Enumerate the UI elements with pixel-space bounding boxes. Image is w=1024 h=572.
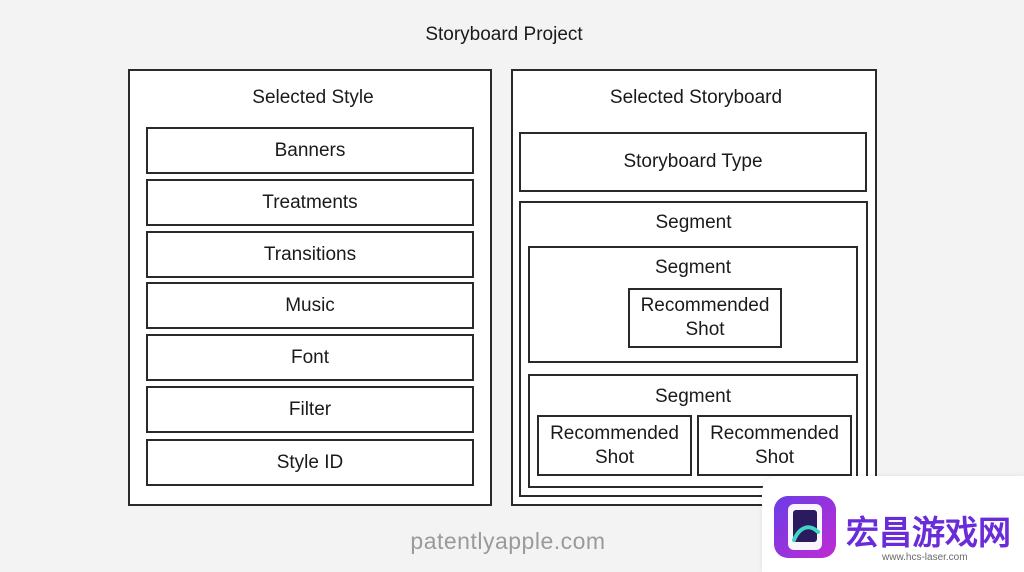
source-credit: patentlyapple.com (410, 528, 606, 554)
shot-label-line1: Recommended (710, 422, 839, 444)
watermark-url: www.hcs-laser.com (882, 552, 968, 563)
style-item-banners: Banners (146, 127, 474, 174)
segment-outer-label: Segment (655, 212, 732, 233)
style-item-label: Filter (288, 398, 332, 420)
style-item-music: Music (146, 282, 474, 329)
shot-label-line2: Shot (754, 446, 795, 468)
shot-label-line2: Shot (685, 319, 725, 340)
selected-storyboard-title: Selected Storyboard (609, 87, 783, 108)
style-item-label: Font (290, 346, 330, 368)
watermark-card: 宏昌游戏网 www.hcs-laser.com (762, 476, 1024, 572)
storyboard-type-box: Storyboard Type (519, 132, 867, 192)
diagram-title: Storyboard Project (425, 24, 583, 45)
style-item-treatments: Treatments (146, 179, 474, 226)
style-item-label: Music (285, 294, 335, 316)
style-item-filter: Filter (146, 386, 474, 433)
selected-style-title: Selected Style (252, 87, 374, 108)
style-item-label: Banners (274, 139, 346, 161)
shot-label-line1: Recommended (550, 422, 679, 444)
watermark-logo-icon (774, 496, 836, 558)
style-item-style-id: Style ID (146, 439, 474, 486)
storyboard-type-label: Storyboard Type (623, 151, 763, 172)
shot-label-line1: Recommended (640, 295, 770, 316)
segment-1-label: Segment (654, 257, 732, 278)
segment-2-label: Segment (654, 386, 732, 407)
style-item-label: Style ID (276, 451, 344, 473)
style-item-label: Transitions (263, 243, 357, 265)
watermark-brand-text: 宏昌游戏网 (846, 513, 1011, 552)
style-item-font: Font (146, 334, 474, 381)
style-item-label: Treatments (262, 191, 358, 213)
style-item-transitions: Transitions (146, 231, 474, 278)
shot-label-line2: Shot (594, 446, 635, 468)
